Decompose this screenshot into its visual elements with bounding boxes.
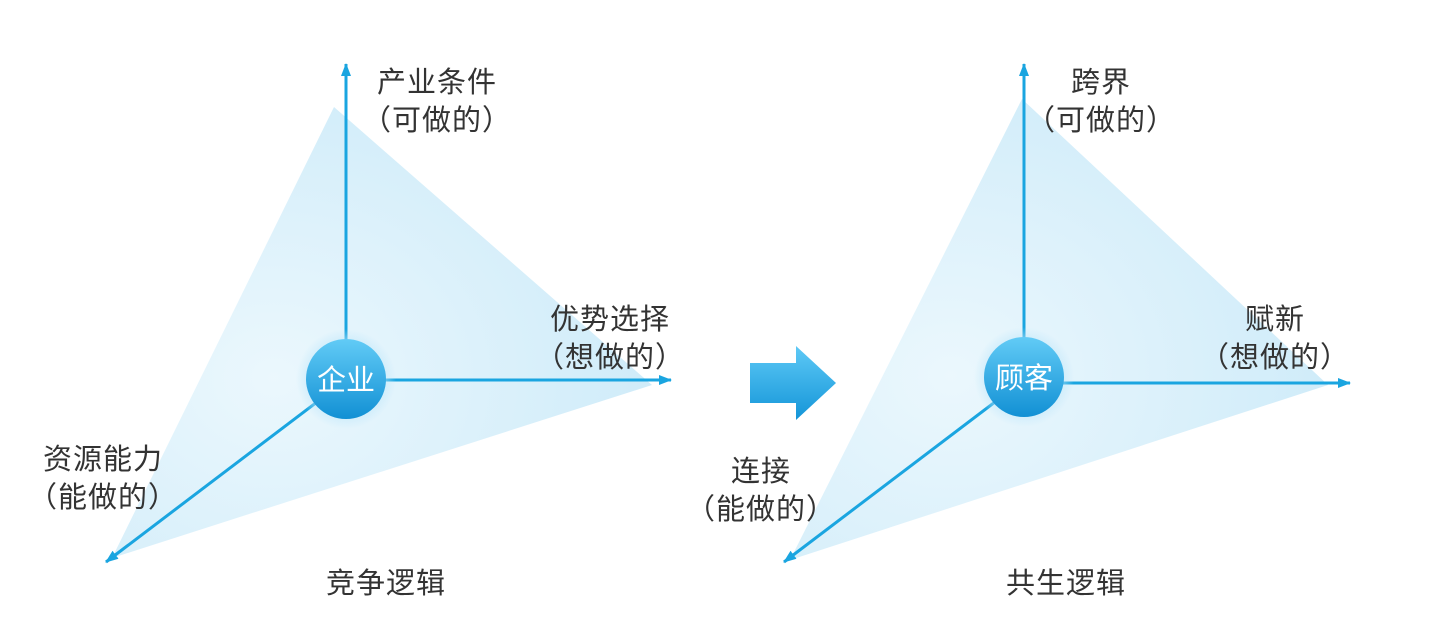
left-caption: 竞争逻辑 [326,566,447,600]
left-top-label-title: 产业条件 [376,65,497,99]
left-right-label-sub: （想做的） [535,340,686,374]
right-top-label-sub: （可做的） [1026,103,1177,137]
right-left-label-title: 连接 [730,454,791,488]
left-right-label: 优势选择 （想做的） [535,300,685,376]
left-top-label: 产业条件 （可做的） [362,63,512,139]
right-arrow-icon [750,346,836,420]
symbiosis-logic-diagram: 顾客 [783,63,1351,564]
right-caption: 共生逻辑 [1006,566,1127,600]
left-right-label-title: 优势选择 [549,302,670,336]
left-left-label-title: 资源能力 [42,442,163,476]
left-node-circle [306,339,386,419]
right-right-label: 赋新 （想做的） [1200,300,1350,376]
right-bottom-axis [783,378,1025,564]
left-top-label-sub: （可做的） [362,103,513,137]
right-top-label-title: 跨界 [1070,65,1131,99]
left-triangle-area [112,107,652,558]
right-right-label-title: 赋新 [1244,302,1305,336]
left-bottom-axis [105,378,347,564]
right-right-label-sub: （想做的） [1200,340,1351,374]
competition-logic-diagram: 企业 [105,63,672,564]
right-node-circle [984,337,1064,417]
right-left-label: 连接 （能做的） [686,452,836,528]
right-triangle-area [790,99,1328,560]
left-left-label-sub: （能做的） [28,480,179,514]
left-node-label: 企业 [317,363,375,397]
right-left-label-sub: （能做的） [686,492,837,526]
left-left-label: 资源能力 （能做的） [28,440,178,516]
right-node-label: 顾客 [995,361,1053,395]
right-top-label: 跨界 （可做的） [1026,63,1176,139]
